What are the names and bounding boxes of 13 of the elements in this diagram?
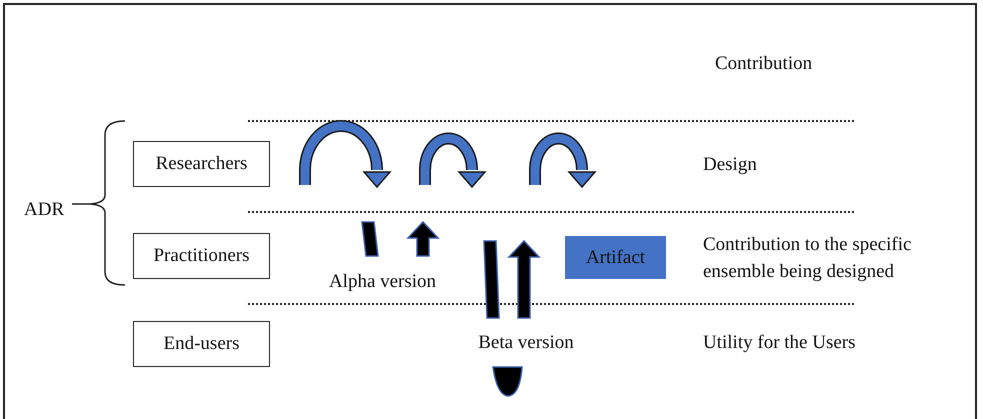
stakeholder-box — [133, 141, 270, 187]
node-label: Practitioners — [153, 245, 250, 267]
row-label: Design — [703, 153, 758, 177]
row-label: Contribution to the specific ensemble being designed — [703, 233, 912, 284]
column-heading: Contribution — [715, 52, 814, 76]
node-label: Researchers — [156, 153, 248, 175]
row-label: Utility for the Users — [703, 331, 857, 355]
artifact-box — [565, 236, 666, 279]
node-label: Artifact — [586, 246, 646, 268]
node-label: End-users — [164, 333, 240, 355]
group-label: ADR — [24, 198, 66, 222]
stakeholder-box — [133, 321, 270, 367]
stakeholder-box — [133, 233, 270, 279]
